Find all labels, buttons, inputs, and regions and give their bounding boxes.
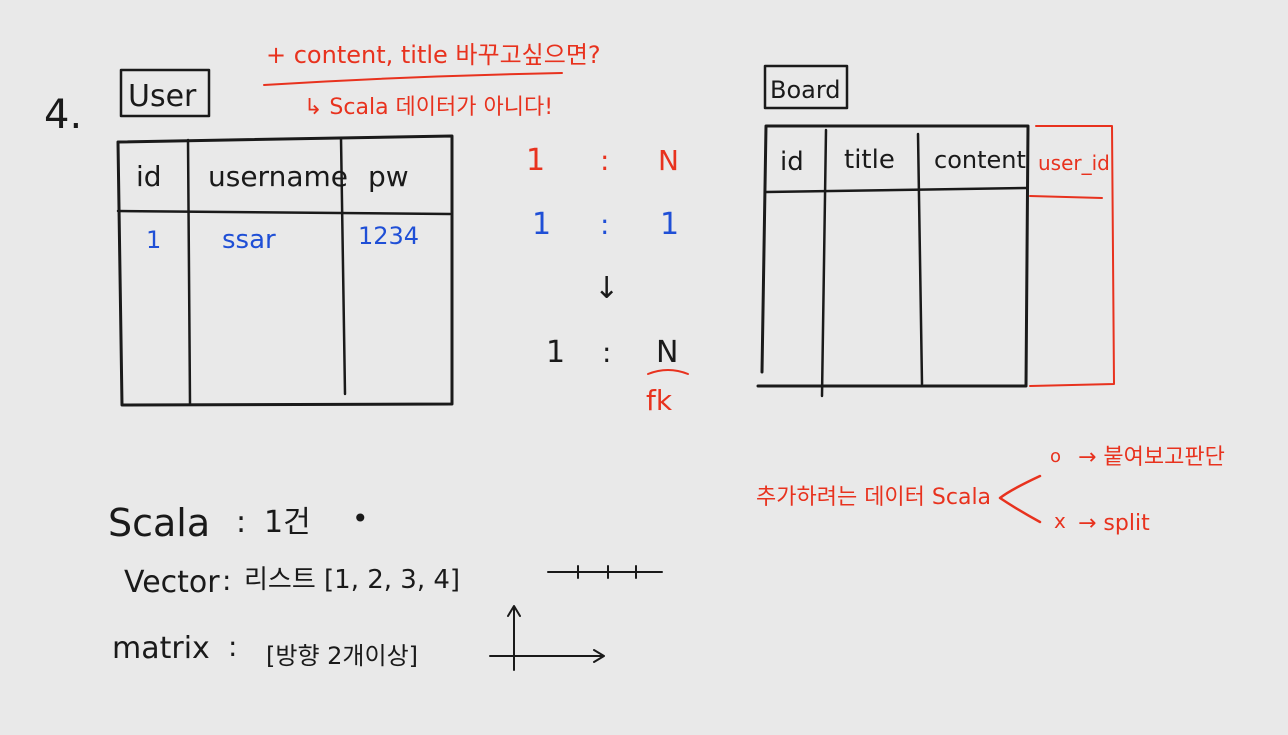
user-table-col-divider-1 [186,138,192,406]
relation-red-right: N [658,144,679,177]
board-col-id: id [780,147,804,177]
board-table-col-divider-2 [916,132,924,386]
relation-blue-sep: : [600,208,609,241]
board-col-user-id: user_id [1038,151,1110,175]
board-table-col-divider-1 [820,128,828,398]
fk-mark [647,369,689,375]
fk-label: fk [646,384,673,417]
definition-vector-sep: : [222,564,231,597]
user-cell-username: ssar [222,225,276,255]
branch-no-mark: x [1054,509,1066,533]
relation-black-right: N [656,335,678,370]
definition-vector-term: Vector [124,565,220,600]
relation-blue-right: 1 [660,207,679,242]
board-table-header-line [764,186,1028,194]
board-table-frame [756,124,1030,388]
user-cell-pw: 1234 [358,222,419,250]
user-col-pw: pw [368,160,409,193]
user-table-header-line [116,209,452,216]
definition-matrix-sep: : [228,630,237,663]
relations: 1 : N 1 : 1 ↓ 1 : N fk [526,143,689,417]
question-underline [263,72,563,86]
board-table: Board id title content user_id [756,64,1115,398]
vector-sketch [547,565,663,579]
added-data-note: 추가하려는 데이터 Scala [756,485,991,510]
definitions: Scala : 1건 • Vector : 리스트 [1, 2, 3, 4] m… [108,501,663,671]
definition-matrix-desc: [방향 2개이상] [266,642,418,670]
board-table-title: Board [770,76,841,104]
definition-scala-symbol: • [352,502,369,535]
user-table-title-box [119,68,211,118]
definition-matrix-term: matrix [112,631,210,666]
branch-yes-mark: o [1050,446,1061,467]
relation-arrow: ↓ [594,271,619,306]
relation-red-left: 1 [526,143,545,178]
definition-vector-desc: 리스트 [1, 2, 3, 4] [244,565,460,595]
user-cell-id: 1 [146,226,161,254]
board-table-title-box [763,64,849,110]
board-col-content: content [934,146,1026,174]
board-extra-column-frame [1029,125,1115,387]
user-table-col-divider-2 [339,136,347,396]
user-col-username: username [208,160,348,193]
user-table: User id username pw 1 ssar 1234 [116,68,454,407]
relation-black-left: 1 [546,335,565,370]
relation-red-sep: : [600,144,609,177]
user-table-title: User [128,79,197,114]
definition-scala-term: Scala [108,501,210,545]
answer-note: ↳ Scala 데이터가 아니다! [304,95,553,120]
board-col-title: title [844,145,895,175]
definition-scala-sep: : [236,505,246,540]
step-number: 4. [44,92,82,138]
relation-black-sep: : [602,336,611,369]
branch-no-text: → split [1078,511,1150,536]
relation-blue-left: 1 [532,207,551,242]
matrix-axes-sketch [489,605,605,671]
question-note: + content, title 바꾸고싶으면? [266,41,601,69]
decision-note: 추가하려는 데이터 Scala o → 붙여보고판단 x → split [756,445,1225,536]
user-col-id: id [136,160,162,193]
decision-brace [998,474,1042,524]
definition-scala-desc: 1건 [264,505,311,540]
branch-yes-text: → 붙여보고판단 [1078,445,1225,470]
board-extra-column-header-line [1029,195,1103,199]
